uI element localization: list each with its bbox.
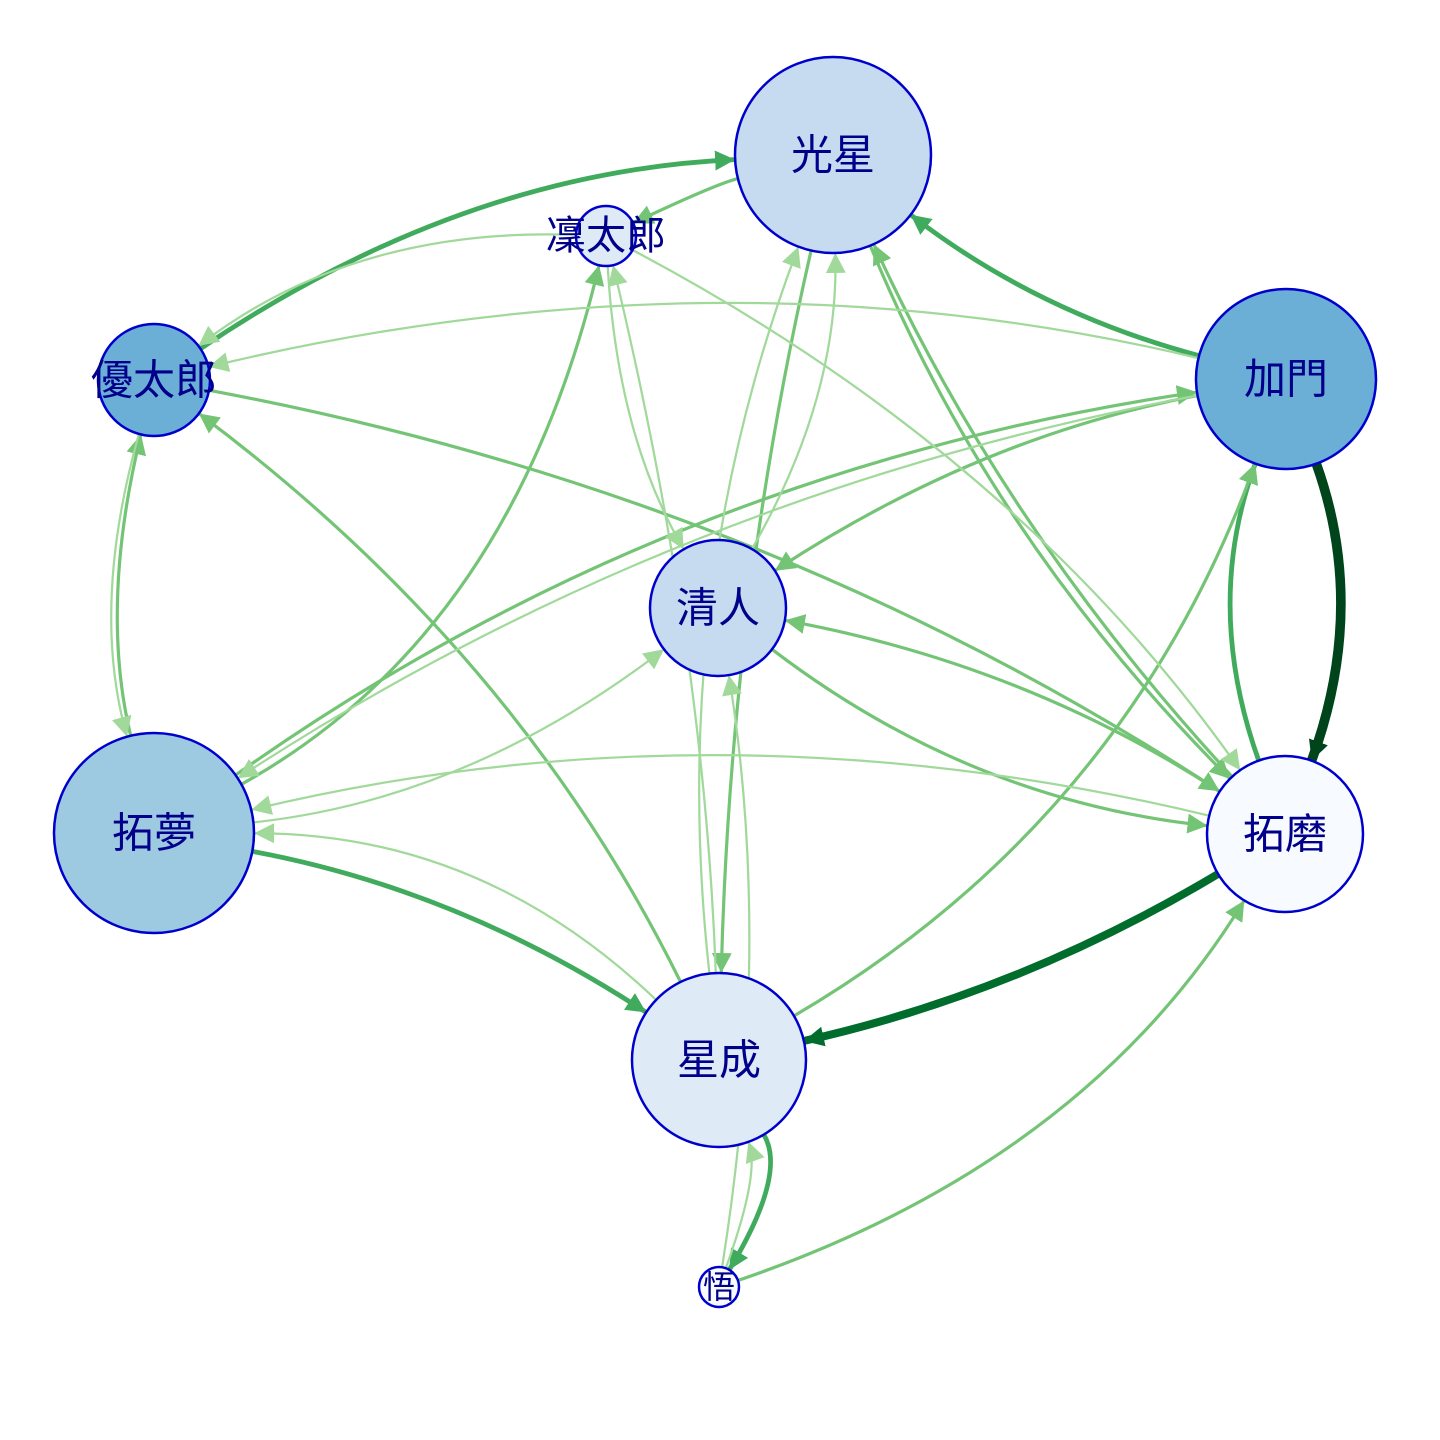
edge-kamon-to-takuma xyxy=(1307,458,1346,764)
edge-takumu-to-yutaro xyxy=(115,434,147,738)
edge-rintaro-to-takuma xyxy=(631,248,1241,771)
node-satoru: 悟 xyxy=(697,1265,741,1309)
edge-kosei-to-takuma xyxy=(868,244,1231,779)
edge-seisei-to-yutaro xyxy=(198,413,683,984)
edge-takuma-to-takumu xyxy=(251,754,1211,817)
node-label-kosei: 光星 xyxy=(791,131,875,180)
edge-yutaro-to-takumu xyxy=(110,432,141,737)
edge-layer xyxy=(110,150,1346,1283)
edge-kamon-to-kiyoto xyxy=(774,394,1200,572)
node-kosei: 光星 xyxy=(733,55,933,255)
node-label-seisei: 星成 xyxy=(677,1036,761,1085)
edge-takumu-to-rintaro xyxy=(239,265,605,786)
edge-takuma-to-kosei xyxy=(872,244,1234,779)
node-label-rintaro: 凜太郎 xyxy=(546,213,666,259)
edge-seisei-to-takumu xyxy=(254,823,658,1002)
edge-kamon-to-kosei xyxy=(909,213,1202,359)
node-circle-takuma xyxy=(1205,754,1365,914)
node-kamon: 加門 xyxy=(1194,287,1378,471)
node-circle-kiyoto xyxy=(648,538,788,678)
edge-yutaro-to-kosei xyxy=(198,150,736,352)
edge-takuma-to-seisei xyxy=(801,870,1222,1047)
edge-kamon-to-yutaro xyxy=(208,301,1200,372)
edge-yutaro-to-takuma xyxy=(207,388,1220,792)
node-label-kamon: 加門 xyxy=(1244,355,1328,404)
node-circle-takumu xyxy=(52,731,256,935)
node-takuma: 拓磨 xyxy=(1205,754,1365,914)
node-circle-yutaro xyxy=(96,322,212,438)
node-label-kiyoto: 清人 xyxy=(676,584,760,633)
node-label-satoru: 悟 xyxy=(703,1268,735,1306)
edge-takumu-to-kamon xyxy=(234,385,1197,777)
edge-kamon-to-takumu xyxy=(237,394,1199,779)
edge-satoru-to-kiyoto xyxy=(720,675,751,1269)
node-seisei: 星成 xyxy=(630,971,808,1149)
edge-kosei-to-rintaro xyxy=(633,177,740,224)
edge-takumu-to-kiyoto xyxy=(252,649,664,824)
edge-takuma-to-kamon xyxy=(1227,463,1262,763)
node-takumu: 拓夢 xyxy=(52,731,256,935)
edge-rintaro-to-yutaro xyxy=(198,233,578,346)
node-yutaro: 優太郎 xyxy=(91,322,217,438)
node-label-yutaro: 優太郎 xyxy=(91,356,217,405)
edge-takumu-to-seisei xyxy=(249,849,647,1014)
edge-kiyoto-to-kosei xyxy=(750,253,846,551)
edge-seisei-to-kamon xyxy=(792,463,1258,1018)
node-label-takumu: 拓夢 xyxy=(112,809,196,858)
node-kiyoto: 清人 xyxy=(648,538,788,678)
node-label-takuma: 拓磨 xyxy=(1243,810,1327,859)
node-circle-satoru xyxy=(697,1265,741,1309)
edge-satoru-to-seisei xyxy=(724,1141,765,1270)
node-circle-seisei xyxy=(630,971,808,1149)
node-circle-rintaro xyxy=(574,204,638,268)
edge-takuma-to-kiyoto xyxy=(784,614,1222,794)
edge-kiyoto-to-takuma xyxy=(770,647,1208,834)
node-rintaro: 凜太郎 xyxy=(546,204,666,268)
edge-seisei-to-satoru xyxy=(727,1132,773,1271)
node-circle-kosei xyxy=(733,55,933,255)
edge-satoru-to-takuma xyxy=(736,900,1245,1283)
node-circle-kamon xyxy=(1194,287,1378,471)
